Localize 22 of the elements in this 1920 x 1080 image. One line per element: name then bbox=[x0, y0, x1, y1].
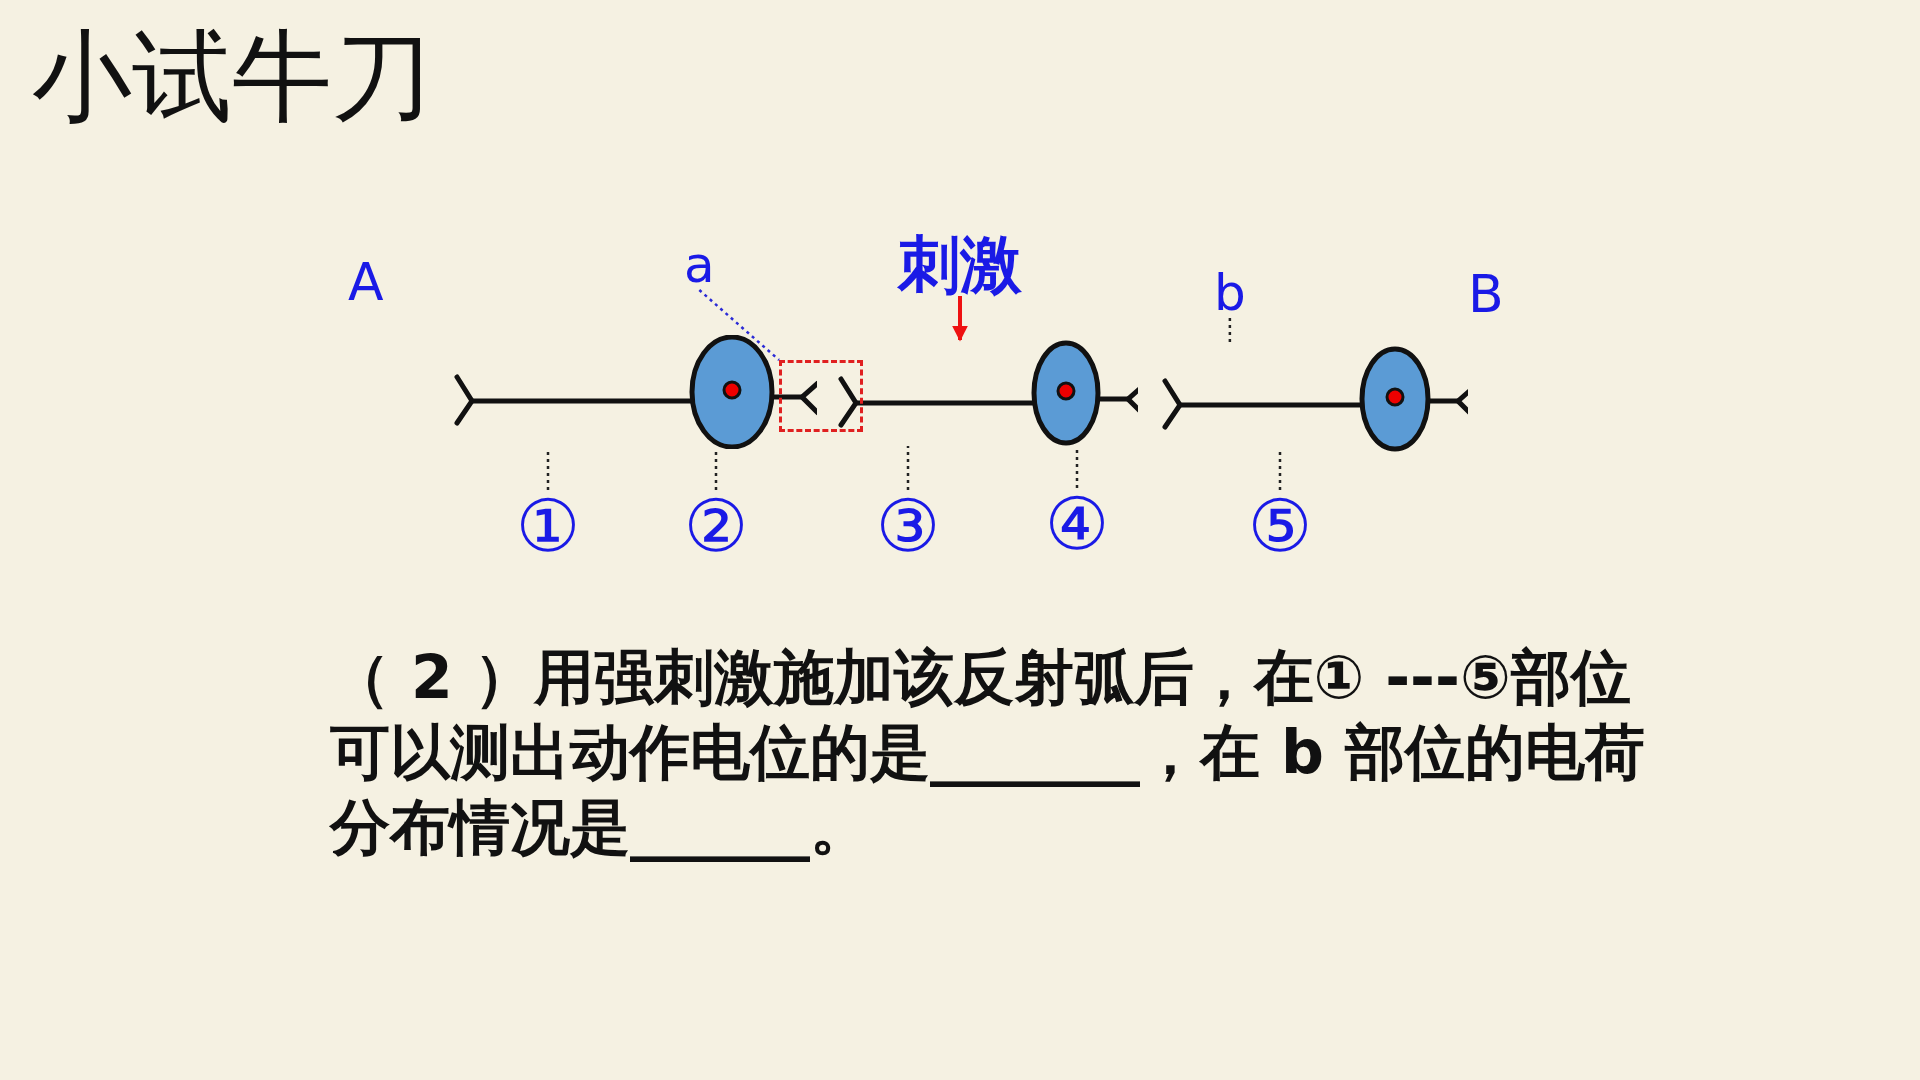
arrow bbox=[952, 296, 968, 342]
stimulus-label: 刺激 bbox=[898, 234, 1022, 296]
synapse-box bbox=[779, 360, 863, 432]
leader-line bbox=[546, 449, 550, 490]
neuron-drawing bbox=[836, 340, 1138, 446]
callout-number: ② bbox=[683, 490, 749, 562]
callout-number: ③ bbox=[875, 490, 941, 562]
callout-number: ① bbox=[515, 490, 581, 562]
leader-line bbox=[906, 446, 910, 490]
part-label: B bbox=[1468, 268, 1504, 320]
leader-line bbox=[1278, 452, 1282, 490]
slide-title: 小试牛刀 bbox=[32, 22, 432, 132]
part-label: a bbox=[684, 240, 715, 290]
part-label: A bbox=[348, 256, 384, 308]
part-label: b bbox=[1214, 268, 1246, 318]
leader-line bbox=[698, 289, 780, 361]
leader-line bbox=[714, 449, 718, 490]
neuron-drawing bbox=[452, 335, 817, 449]
question-text: （ 2 ）用强刺激施加该反射弧后，在① ---⑤部位可以测出动作电位的是_______，在 b 部位的电荷分布情况是______。 bbox=[330, 641, 1646, 864]
neuron-drawing bbox=[1160, 346, 1468, 452]
callout-number: ④ bbox=[1044, 488, 1110, 560]
callout-number: ⑤ bbox=[1247, 490, 1313, 562]
